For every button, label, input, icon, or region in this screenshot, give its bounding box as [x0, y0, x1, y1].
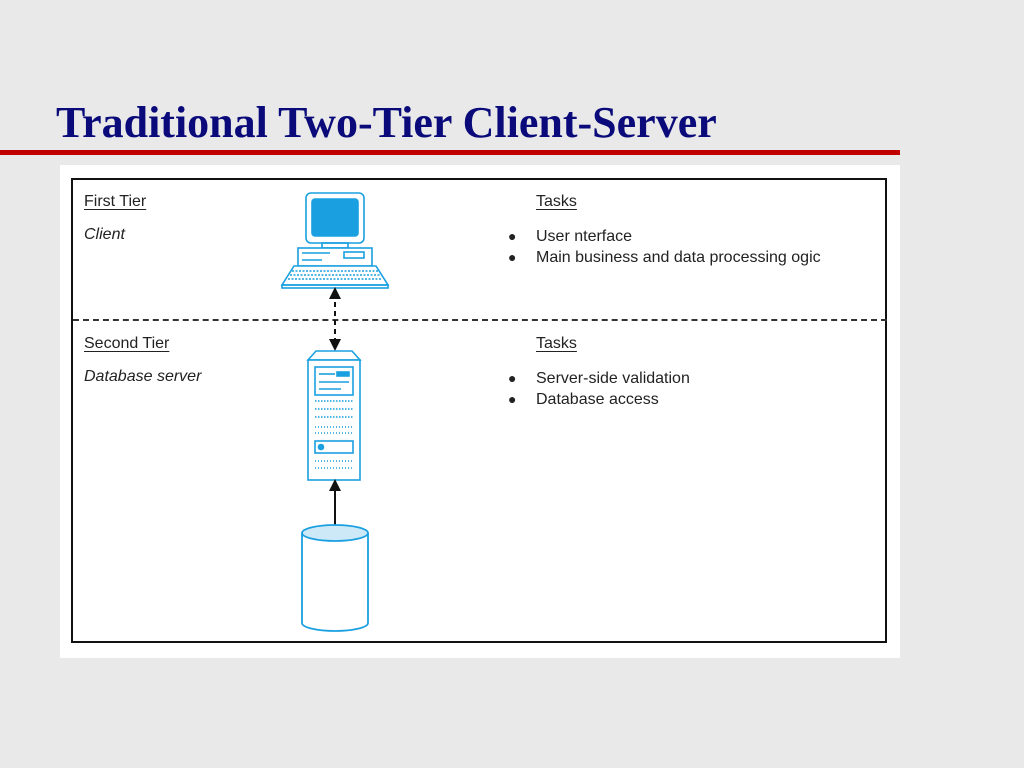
diagram-illustrations	[280, 192, 390, 632]
second-tier-heading: Second Tier	[84, 335, 170, 352]
list-item: ● Main business and data processing ogic	[508, 247, 821, 268]
bullet-icon: ●	[508, 391, 517, 407]
first-tier-tasks-heading: Tasks	[536, 193, 577, 210]
bullet-icon: ●	[508, 249, 517, 265]
list-item: ● User nterface	[508, 226, 821, 247]
task-text: Main business and data processing ogic	[536, 249, 821, 266]
computer-icon	[280, 192, 390, 289]
second-tier-tasks-heading: Tasks	[536, 335, 577, 352]
task-text: User nterface	[536, 228, 633, 245]
first-tier-role: Client	[84, 226, 125, 243]
list-item: ● Database access	[508, 389, 690, 410]
tier-divider	[73, 319, 887, 321]
bullet-icon: ●	[508, 228, 517, 244]
title-rule	[0, 150, 900, 155]
database-cylinder-icon	[301, 524, 369, 632]
diagram-panel: First Tier Client Tasks ● User nterface ●…	[60, 165, 900, 658]
list-item: ● Server-side validation	[508, 368, 690, 389]
second-tier-role: Database server	[84, 368, 202, 385]
first-tier-task-list: ● User nterface ● Main business and data p…	[508, 226, 821, 268]
slide-title: Traditional Two-Tier Client-Server	[56, 98, 717, 147]
diagram-frame	[71, 178, 887, 643]
task-text: Server-side validation	[536, 370, 690, 387]
bullet-icon: ●	[508, 370, 517, 386]
task-text: Database access	[536, 391, 659, 408]
server-tower-icon	[306, 350, 362, 481]
second-tier-task-list: ● Server-side validation ● Database access	[508, 368, 690, 410]
first-tier-heading: First Tier	[84, 193, 147, 210]
